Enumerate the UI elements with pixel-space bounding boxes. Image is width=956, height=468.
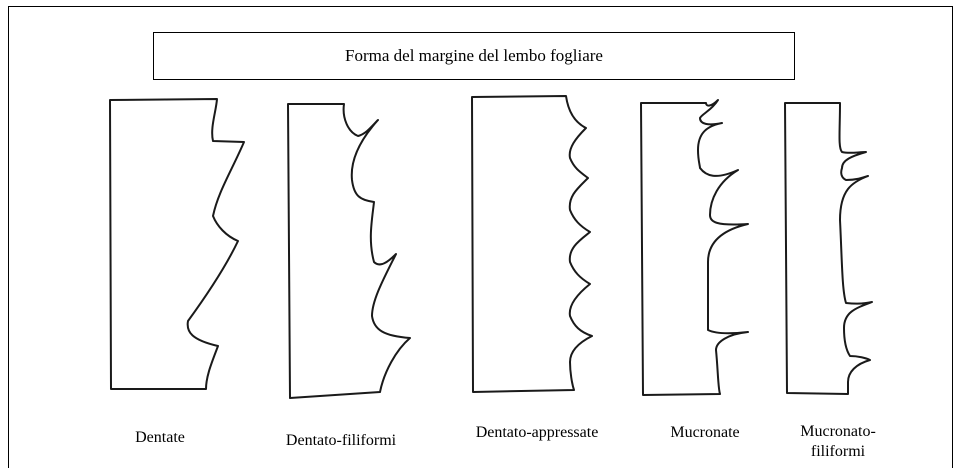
caption-line: Mucronato-	[800, 423, 876, 440]
caption-line: Mucronate	[670, 424, 740, 441]
figure-title: Forma del margine del lembo fogliare	[345, 46, 603, 65]
dentato-appressed-margin-drawing	[471, 95, 593, 393]
caption-mucronato-filiformi: Mucronato- filiformi	[786, 422, 890, 462]
figure-frame	[8, 6, 953, 468]
figure-title-box: Forma del margine del lembo fogliare	[153, 32, 795, 80]
dentato-filiform-margin-drawing	[287, 103, 411, 399]
caption-line: Dentato-appressate	[475, 424, 599, 441]
dentate-margin-drawing	[109, 98, 245, 390]
caption-dentate: Dentate	[116, 428, 204, 448]
caption-dentato-filiformi: Dentato-filiformi	[270, 431, 412, 451]
caption-line: Dentato-filiformi	[285, 432, 397, 449]
mucronato-filiform-margin-drawing	[784, 102, 873, 395]
caption-line: filiformi	[810, 443, 866, 460]
caption-mucronate: Mucronate	[655, 423, 755, 443]
mucronate-margin-drawing	[640, 99, 749, 396]
caption-dentato-appressate: Dentato-appressate	[455, 423, 619, 443]
caption-line: Dentate	[135, 429, 185, 446]
